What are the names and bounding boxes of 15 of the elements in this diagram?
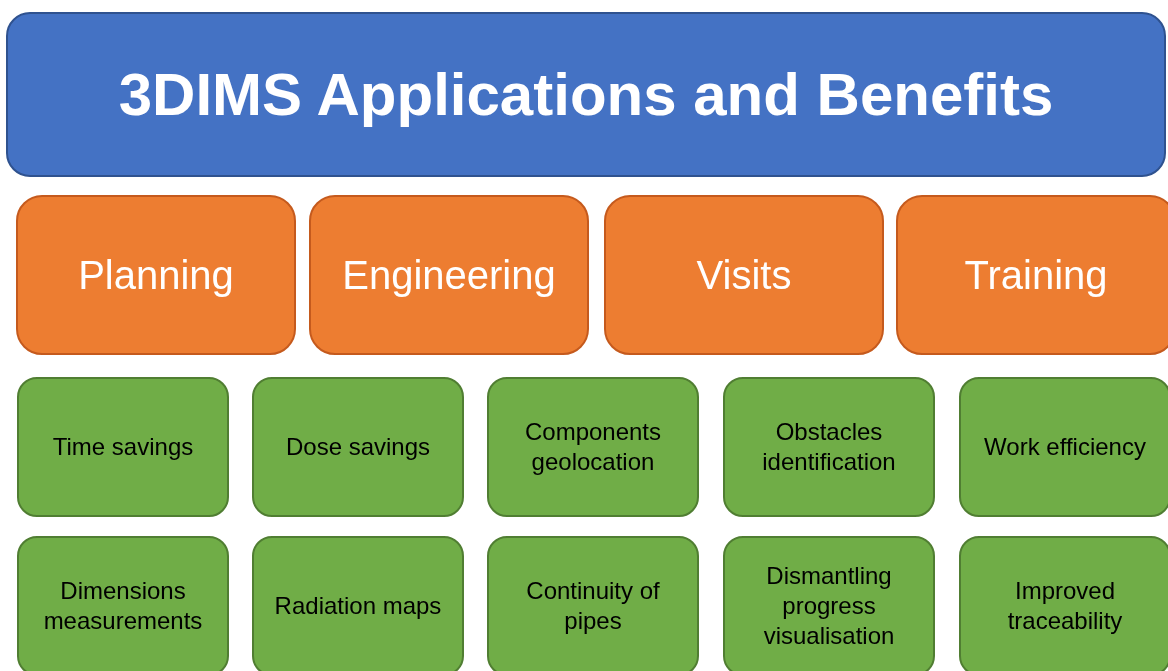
title-text: 3DIMS Applications and Benefits [118,60,1054,129]
category-box: Engineering [309,195,589,355]
benefit-box: Obstacles identification [723,377,935,517]
category-box: Training [896,195,1168,355]
benefit-box: Continuity of pipes [487,536,699,671]
benefit-box: Time savings [17,377,229,517]
category-box: Planning [16,195,296,355]
benefit-box: Components geolocation [487,377,699,517]
benefit-box: Work efficiency [959,377,1168,517]
category-box: Visits [604,195,884,355]
benefit-box: Dimensions measurements [17,536,229,671]
benefit-box: Dismantling progress visualisation [723,536,935,671]
benefit-box: Dose savings [252,377,464,517]
benefit-box: Radiation maps [252,536,464,671]
benefit-box: Improved traceability [959,536,1168,671]
